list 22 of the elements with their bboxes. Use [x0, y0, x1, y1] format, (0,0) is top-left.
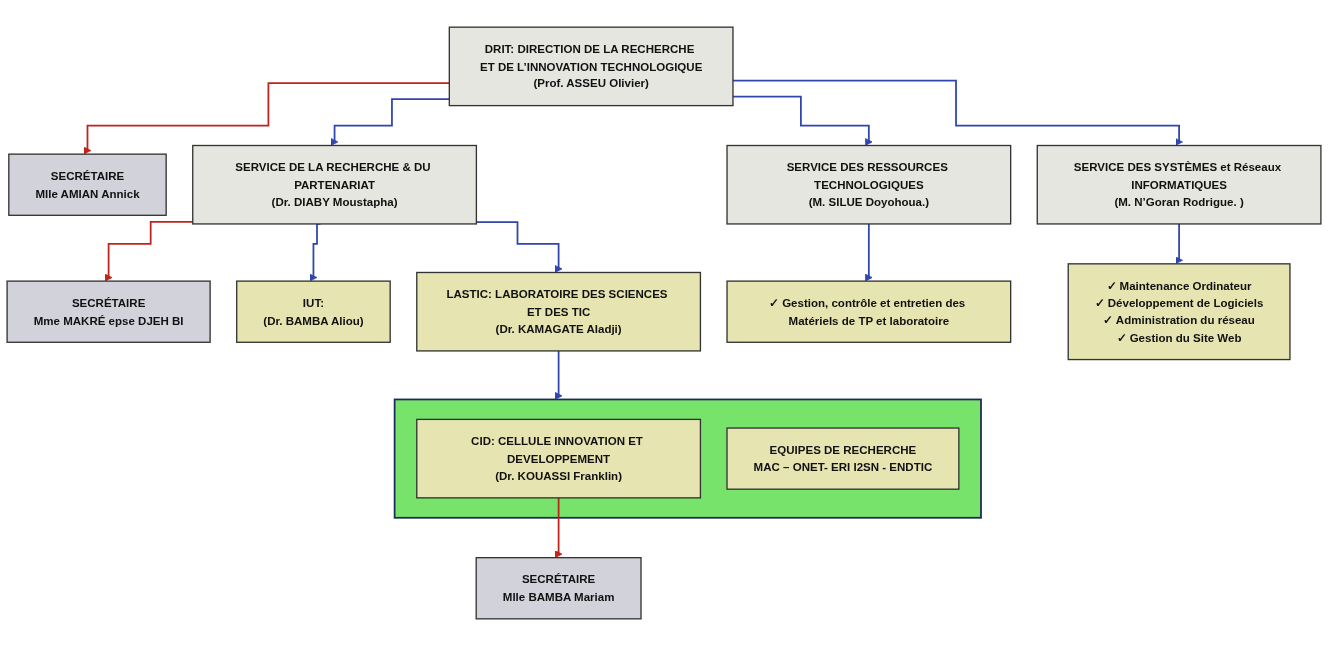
- arrow: [732, 79, 1183, 146]
- node-box: SECRÉTAIRE Mlle BAMBA Mariam: [475, 557, 642, 620]
- arrow: [864, 223, 873, 282]
- node-box: ✓ Maintenance Ordinateur ✓ Développement de Logiciels ✓ Administration du réseau ✓ Gestion du Site Web: [1067, 263, 1291, 361]
- node-box: SERVICE DES RESSOURCES TECHNOLOGIQUES (M. SILUE Doyohoua.): [726, 144, 1012, 225]
- cluster: [393, 398, 982, 519]
- node-box: LASTIC: LABORATOIRE DES SCIENCES ET DES TIC (Dr. KAMAGATE Aladji): [416, 271, 702, 352]
- arrow: [554, 350, 563, 400]
- arrow: [732, 95, 873, 146]
- node-box: IUT: (Dr. BAMBA Aliou): [236, 280, 391, 343]
- node-box: CID: CELLULE INNOVATION ET DEVELOPPEMENT (Dr. KOUASSI Franklin): [416, 418, 702, 499]
- node-box: DRIT: DIRECTION DE LA RECHERCHE ET DE L’INNOVATION TECHNOLOGIQUE (Prof. ASSEU Olivier): [448, 26, 734, 107]
- arrow: [104, 220, 194, 282]
- arrow: [554, 496, 563, 559]
- arrow: [475, 221, 563, 273]
- node-box: SECRÉTAIRE Mlle AMIAN Annick: [8, 153, 167, 216]
- node-box: SERVICE DES SYSTÈMES et Réseaux INFORMATIQUES (M. N’Goran Rodrigue. ): [1036, 144, 1322, 225]
- arrow: [1175, 223, 1183, 265]
- node-box: ✓ Gestion, contrôle et entretien des Matériels de TP et laboratoire: [726, 280, 1012, 343]
- node-box: EQUIPES DE RECHERCHE MAC – ONET- ERI I2SN - ENDTIC: [726, 427, 960, 490]
- node-box: SECRÉTAIRE Mme MAKRÉ epse DJEH BI: [6, 280, 211, 343]
- node-box: SERVICE DE LA RECHERCHE & DU PARTENARIAT (Dr. DIABY Moustapha): [192, 144, 478, 225]
